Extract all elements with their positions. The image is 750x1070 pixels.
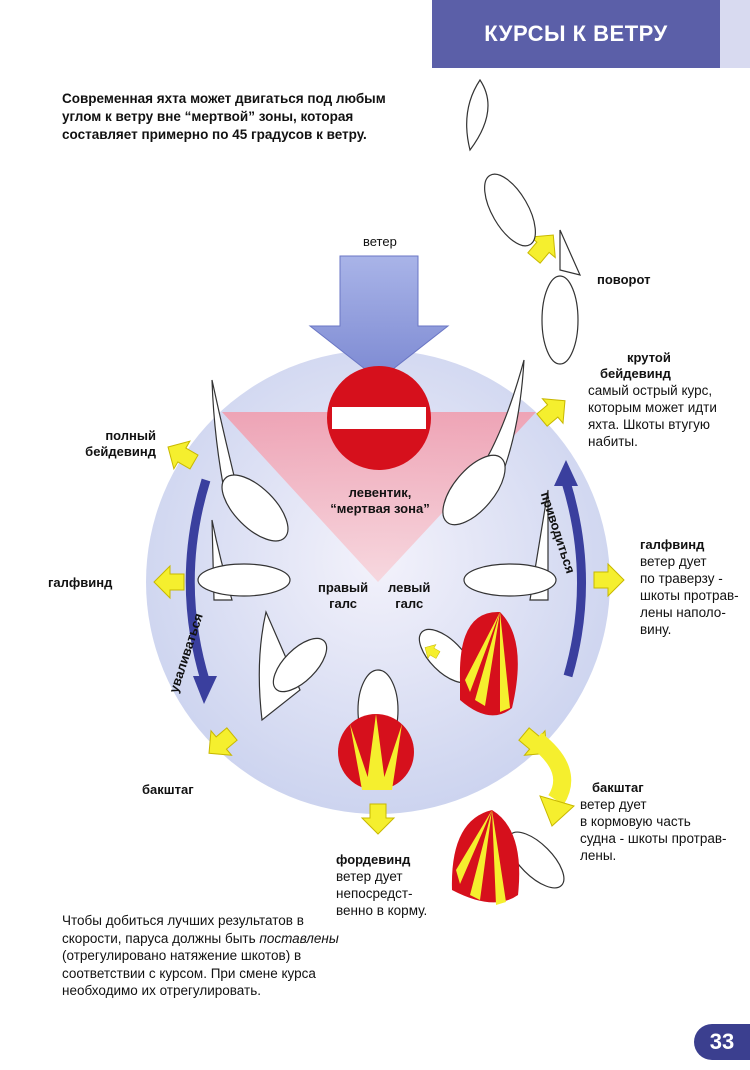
intro-paragraph: Современная яхта может двигаться под люб… — [62, 91, 386, 142]
footer-text-italic: поставлены — [259, 930, 339, 946]
page-title: КУРСЫ К ВЕТРУ — [432, 0, 720, 68]
spinnaker-bottom-icon — [451, 810, 520, 905]
port-tack-label: левый галс — [388, 580, 431, 611]
spinnaker-running-icon — [338, 714, 414, 790]
tack-label: поворот — [597, 272, 651, 287]
bear-away-arrow — [185, 478, 211, 682]
dead-zone-label: левентик, “мертвая зона” — [330, 485, 430, 516]
close-hauled-title: крутой бейдевинд — [600, 350, 671, 381]
footer-paragraph: Чтобы добиться лучших результатов в скор… — [62, 912, 342, 1000]
full-close-hauled-label: полный бейдевинд — [85, 428, 156, 459]
header-accent-strip — [720, 0, 750, 68]
footer-text-before: Чтобы добиться лучших результатов в скор… — [62, 913, 304, 946]
broad-reach-curve-arrow — [530, 732, 572, 805]
close-hauled-desc: самый острый курс, которым может идти ях… — [588, 383, 717, 449]
broad-reach-right-title: бакштаг — [592, 780, 644, 795]
beam-reach-right-desc: ветер дует по траверзу - шкоты протрав- … — [640, 554, 739, 637]
no-entry-sign — [327, 366, 431, 470]
running-desc: ветер дует непосредст- венно в корму. — [336, 869, 428, 918]
boat-icon — [197, 78, 582, 889]
page-number: 33 — [694, 1024, 750, 1060]
starboard-tack-label: правый галс — [318, 580, 369, 611]
wind-label: ветер — [363, 234, 397, 249]
broad-reach-left-label: бакштаг — [142, 782, 194, 797]
footer-text-after: (отрегулировано натяжение шкотов) в соот… — [62, 948, 316, 998]
luff-up-arrow — [561, 480, 587, 678]
dead-zone — [222, 412, 536, 582]
beam-reach-left-label: галфвинд — [48, 575, 113, 590]
wind-arrow — [308, 255, 450, 381]
running-title: фордевинд — [336, 852, 411, 867]
broad-reach-right-desc: ветер дует в кормовую часть судна - шкот… — [580, 797, 727, 863]
beam-reach-right-title: галфвинд — [640, 537, 705, 552]
spinnaker-broad-reach-icon — [459, 611, 518, 716]
